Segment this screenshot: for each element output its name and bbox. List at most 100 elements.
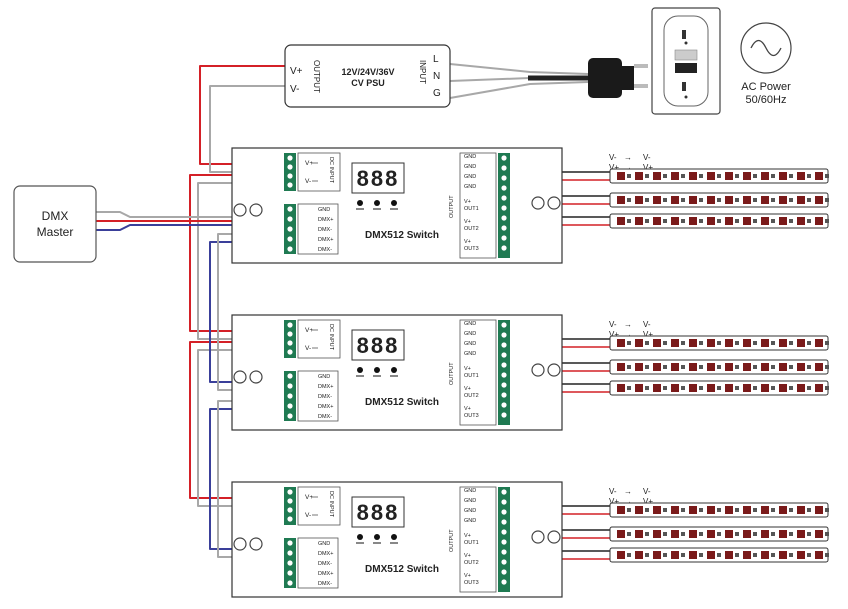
output-pin-label: GND: [464, 184, 476, 190]
resistor: [825, 508, 829, 512]
control-button[interactable]: [357, 200, 363, 206]
terminal-screw: [501, 165, 507, 171]
terminal-screw: [501, 235, 507, 241]
button-label-mark: [390, 542, 398, 544]
led-chip: [815, 384, 823, 392]
output-pin-label: V+: [464, 386, 471, 392]
mount-hole: [547, 196, 561, 210]
output-pin-label: OUT3: [464, 580, 479, 586]
resistor: [825, 532, 829, 536]
pin-vplus-label: V+: [305, 327, 313, 334]
mount-hole: [233, 537, 247, 551]
mount-hole: [233, 203, 247, 217]
resistor: [771, 341, 775, 345]
led-chip: [707, 339, 715, 347]
led-chip: [635, 551, 643, 559]
resistor: [717, 365, 721, 369]
dmx-pin-label: DMX+: [318, 384, 333, 390]
led-chip: [617, 551, 625, 559]
control-button[interactable]: [374, 534, 380, 540]
resistor: [681, 365, 685, 369]
dmx-master-line2: Master: [37, 225, 74, 239]
control-button[interactable]: [391, 534, 397, 540]
dmx-pin-label: DMX-: [318, 581, 332, 587]
led-chip: [779, 530, 787, 538]
led-chip: [707, 217, 715, 225]
led-v-plus-label: V+: [609, 497, 619, 506]
arrow-icon: →: [624, 153, 632, 162]
resistor: [825, 219, 829, 223]
mount-hole: [531, 363, 545, 377]
mount-hole: [547, 363, 561, 377]
terminal-screw: [501, 205, 507, 211]
terminal-screw: [501, 402, 507, 408]
led-chip: [797, 363, 805, 371]
led-chip: [617, 196, 625, 204]
led-strip: [609, 335, 829, 351]
led-chip: [815, 551, 823, 559]
ac-label-2: 50/60Hz: [746, 94, 787, 106]
resistor: [681, 508, 685, 512]
control-button[interactable]: [357, 367, 363, 373]
resistor: [753, 174, 757, 178]
psu-title-2: CV PSU: [351, 78, 385, 88]
led-chip: [635, 196, 643, 204]
control-button[interactable]: [374, 200, 380, 206]
control-button[interactable]: [357, 534, 363, 540]
led-v-minus-label: V-: [609, 487, 617, 496]
resistor: [681, 553, 685, 557]
terminal-screw: [501, 352, 507, 358]
led-v-minus-label: V-: [643, 320, 651, 329]
resistor: [645, 532, 649, 536]
led-chip: [689, 384, 697, 392]
dc-input-label: DC INPUT: [328, 157, 334, 184]
led-chip: [797, 339, 805, 347]
resistor: [717, 532, 721, 536]
dmx-pin-label: DMX-: [318, 227, 332, 233]
resistor: [681, 174, 685, 178]
ac-power-symbol: AC Power 50/60Hz: [740, 22, 792, 106]
wall-outlet: [651, 7, 721, 115]
led-chip: [653, 172, 661, 180]
terminal-screw: [287, 570, 293, 576]
led-v-plus-label: V+: [643, 330, 653, 339]
led-chip: [707, 384, 715, 392]
button-label-mark: [390, 375, 398, 377]
led-v-plus-label: V+: [609, 163, 619, 172]
resistor: [735, 198, 739, 202]
terminal-screw: [287, 550, 293, 556]
terminal-screw: [501, 509, 507, 515]
led-chip: [689, 196, 697, 204]
output-pin-label: V+: [464, 406, 471, 412]
resistor: [699, 174, 703, 178]
terminal-screw: [501, 392, 507, 398]
led-chip: [617, 339, 625, 347]
led-chip: [797, 530, 805, 538]
controller-name: DMX512 Switch: [365, 564, 439, 575]
resistor: [789, 553, 793, 557]
output-label: OUTPUT: [449, 362, 455, 385]
control-button[interactable]: [391, 367, 397, 373]
terminal-screw: [287, 413, 293, 419]
control-button[interactable]: [391, 200, 397, 206]
resistor: [663, 219, 667, 223]
resistor: [753, 386, 757, 390]
led-chip: [761, 217, 769, 225]
output-pin-label-box: [459, 319, 497, 426]
control-button[interactable]: [374, 367, 380, 373]
led-chip: [725, 339, 733, 347]
dmx-pin-label: DMX-: [318, 247, 332, 253]
power-pin-label-box: [297, 319, 341, 359]
output-pin-label: V+: [464, 533, 471, 539]
led-display: [351, 162, 405, 194]
dmx-pin-label: DMX-: [318, 394, 332, 400]
terminal-screw: [501, 322, 507, 328]
pin-vminus-label: V-: [305, 345, 311, 352]
terminal-screw: [501, 215, 507, 221]
resistor: [771, 174, 775, 178]
controller-name: DMX512 Switch: [365, 397, 439, 408]
dmx-pin-label: DMX+: [318, 217, 333, 223]
led-v-plus-label: V+: [609, 330, 619, 339]
psu-in-g: G: [433, 88, 441, 99]
output-pin-label: V+: [464, 219, 471, 225]
